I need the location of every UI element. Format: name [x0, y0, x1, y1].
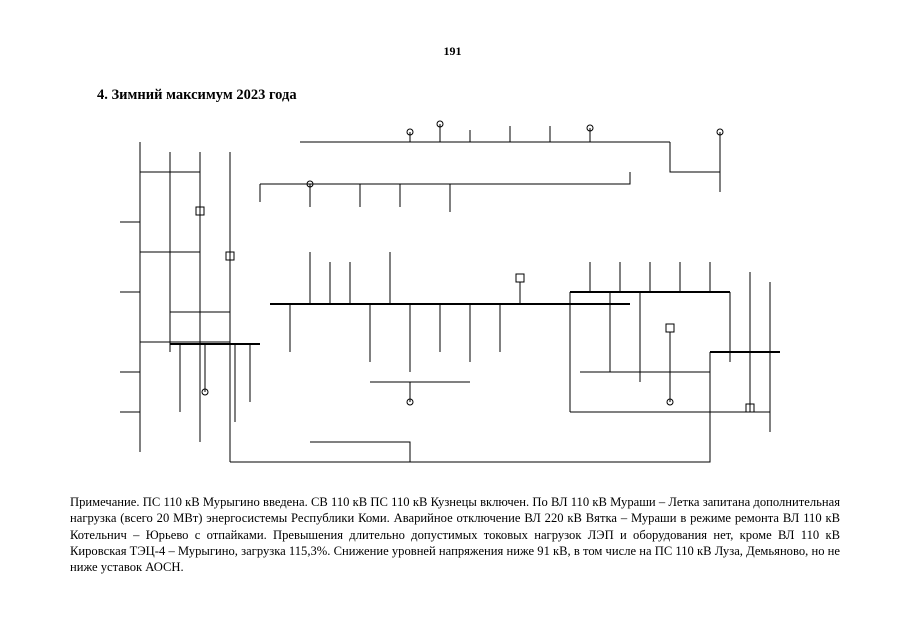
page-number: 191: [443, 44, 462, 58]
section-heading: 4. Зимний максимум 2023 года: [97, 87, 297, 103]
diagram-note: Примечание. ПС 110 кВ Мурыгино введена. …: [70, 495, 840, 575]
power-grid-schematic: [120, 120, 780, 463]
